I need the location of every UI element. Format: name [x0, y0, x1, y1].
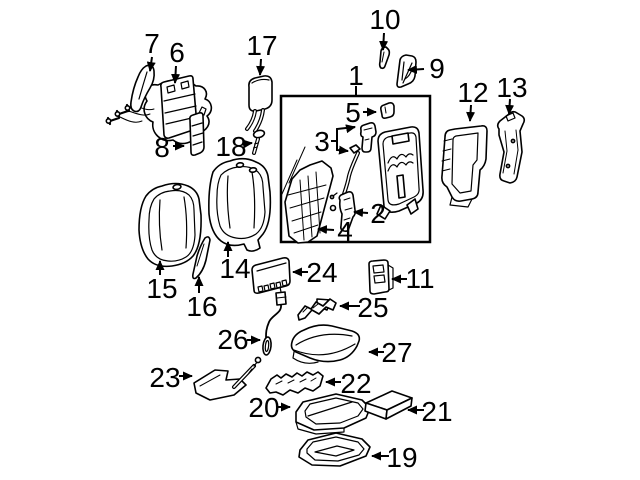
callout-26: 26	[217, 324, 261, 355]
callout-label: 4	[337, 216, 353, 247]
callout-label: 11	[405, 263, 434, 294]
callout-18: 18	[215, 131, 253, 162]
callout-10: 10	[369, 4, 401, 51]
callout-12: 12	[457, 77, 489, 122]
callout-label: 6	[169, 37, 185, 68]
part-3-lumbar-motor	[349, 122, 377, 154]
part-5-clip	[380, 102, 395, 119]
callout-2: 2	[353, 198, 386, 229]
part-9-bracket	[396, 54, 417, 88]
callout-label: 7	[144, 28, 160, 59]
callout-25: 25	[339, 292, 389, 323]
callout-5: 5	[345, 97, 377, 128]
callout-9: 9	[407, 53, 445, 84]
part-18-guide-screw	[252, 129, 266, 155]
callout-21: 21	[407, 396, 453, 427]
part-23-side-shield	[193, 356, 262, 401]
part-22-mounting-bracket	[265, 371, 324, 396]
callout-label: 3	[314, 126, 330, 157]
part-11-switch-module	[368, 259, 394, 295]
part-3-clip	[349, 144, 361, 154]
callout-7: 7	[144, 28, 160, 72]
callout-label: 17	[246, 30, 277, 61]
callout-1: 1	[348, 60, 364, 96]
callout-15: 15	[146, 260, 178, 304]
frame-foot-right	[406, 198, 419, 215]
callout-label: 26	[217, 324, 248, 355]
part-15-seat-back-cover	[138, 182, 202, 268]
callout-label: 15	[146, 273, 177, 304]
callout-label: 22	[340, 368, 371, 399]
callout-8: 8	[154, 132, 185, 163]
callout-3: 3	[314, 124, 356, 157]
callout-20: 20	[248, 392, 291, 423]
part-19-cushion-tray	[298, 432, 371, 467]
part-4-lumbar-panel	[281, 146, 334, 244]
callout-6: 6	[169, 37, 185, 84]
part-14-seat-back-cover	[208, 157, 272, 252]
callout-14: 14	[219, 241, 251, 284]
callout-24: 24	[292, 257, 338, 288]
callout-label: 16	[186, 291, 217, 322]
part-24-control-module	[251, 257, 291, 294]
callout-23: 23	[149, 362, 193, 393]
seat-back-frame-assembly	[105, 64, 213, 156]
part-20-cushion-pan	[295, 393, 371, 435]
part-12-back-trim-panel	[441, 125, 488, 208]
part-13-back-trim-panel	[496, 110, 526, 184]
callout-label: 13	[496, 72, 527, 103]
callout-17: 17	[246, 30, 278, 76]
part-17-headrest	[245, 75, 273, 133]
callout-label: 12	[457, 77, 488, 108]
callout-label: 10	[369, 4, 400, 35]
callout-label: 14	[219, 253, 250, 284]
callout-4: 4	[317, 216, 353, 247]
part-26-cable	[262, 286, 287, 356]
callout-label: 1	[348, 60, 364, 91]
part-21-foam-pad	[364, 390, 413, 420]
callout-11: 11	[391, 263, 435, 294]
callout-27: 27	[368, 337, 413, 368]
part-2-recliner-cable	[329, 151, 360, 232]
callout-label: 21	[421, 396, 452, 427]
frame-foot-left	[376, 204, 391, 220]
callout-22: 22	[325, 368, 372, 399]
callout-13: 13	[496, 72, 528, 115]
part-8-side-member	[189, 112, 205, 156]
part-27-seat-cushion	[290, 324, 361, 364]
callout-label: 2	[370, 198, 386, 229]
callout-label: 25	[357, 292, 388, 323]
callout-label: 8	[154, 132, 170, 163]
part-10-pin	[378, 46, 391, 70]
callout-label: 9	[429, 53, 445, 84]
callout-label: 23	[149, 362, 180, 393]
callout-label: 20	[248, 392, 279, 423]
callout-label: 19	[386, 442, 417, 473]
callout-label: 5	[345, 97, 361, 128]
callout-label: 24	[306, 257, 337, 288]
callout-16: 16	[186, 276, 218, 322]
callout-19: 19	[371, 442, 418, 473]
callout-label: 18	[215, 131, 246, 162]
callout-label: 27	[381, 337, 412, 368]
part-25-wire-bracket	[297, 298, 337, 321]
seat-back-frame-panel	[376, 126, 424, 220]
